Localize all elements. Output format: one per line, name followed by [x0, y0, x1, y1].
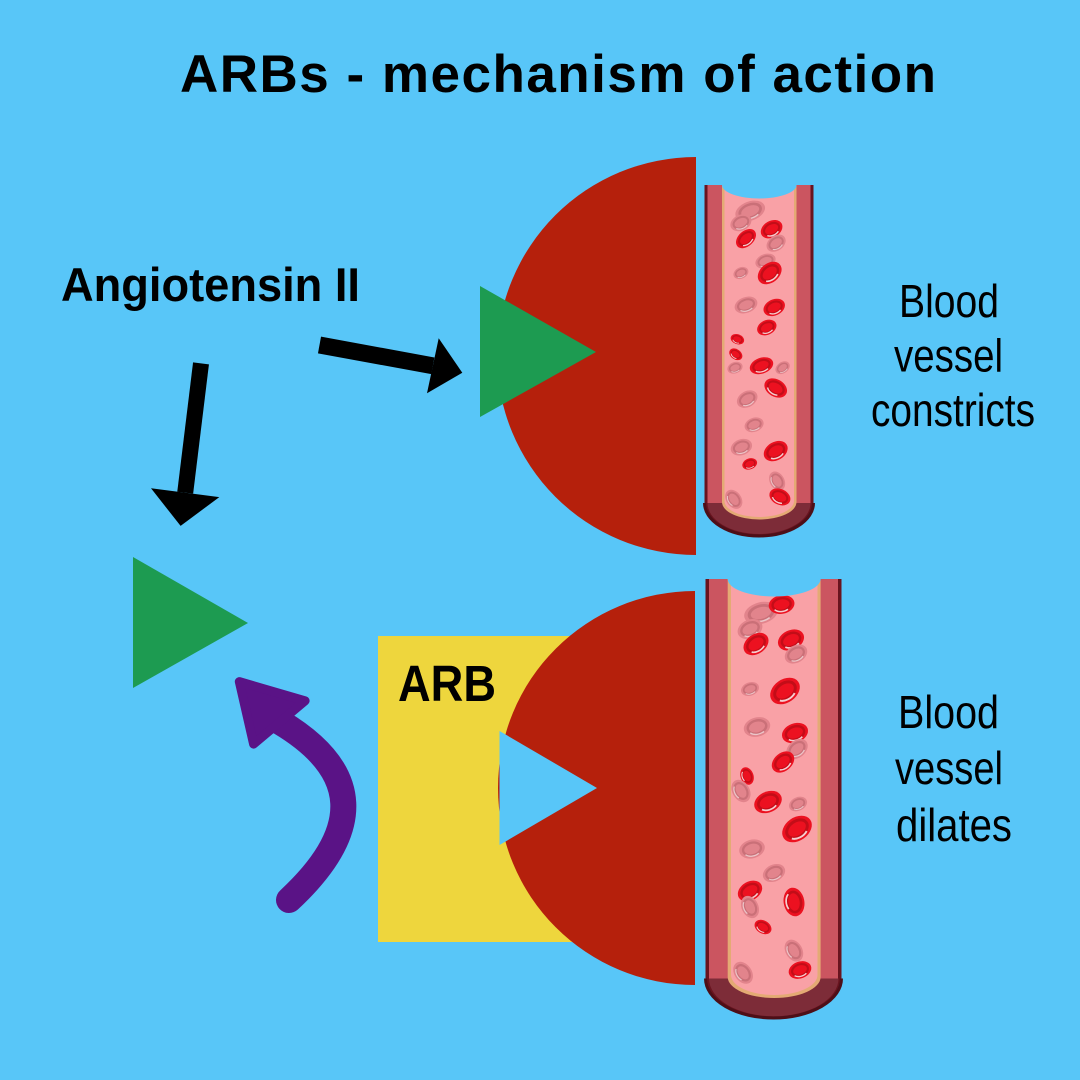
svg-text:dilates: dilates [896, 799, 1012, 851]
svg-text:Blood: Blood [899, 275, 999, 327]
svg-text:Angiotensin II: Angiotensin II [61, 258, 360, 311]
svg-text:Blood: Blood [898, 686, 999, 738]
svg-text:constricts: constricts [871, 384, 1035, 436]
svg-text:ARB: ARB [398, 655, 496, 712]
svg-text:vessel: vessel [894, 330, 1003, 382]
svg-text:vessel: vessel [895, 742, 1003, 794]
svg-text:ARBs - mechanism of action: ARBs - mechanism of action [180, 45, 936, 104]
